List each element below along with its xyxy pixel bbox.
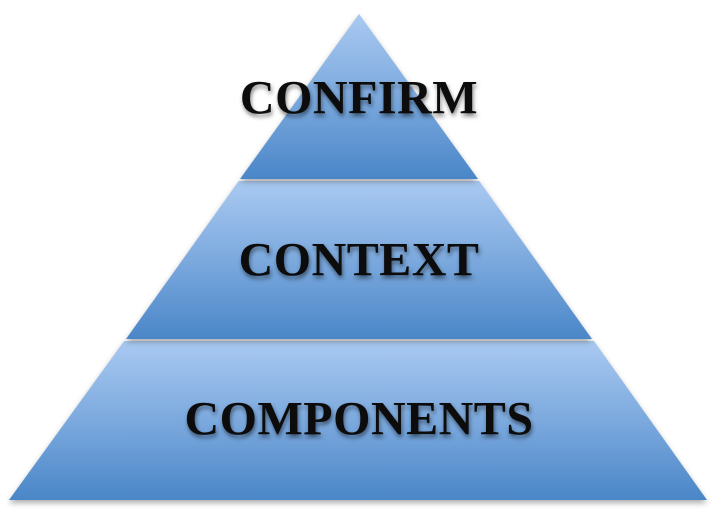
- pyramid-tier-components: [9, 341, 707, 500]
- tier-label-confirm: CONFIRM: [239, 71, 479, 125]
- pyramid-tier-components-shape: [9, 341, 707, 500]
- pyramid-tier-context: [126, 181, 592, 339]
- pyramid-tier-confirm: [240, 14, 478, 179]
- tier-label-components: COMPONENTS: [184, 392, 534, 446]
- tier-label-context: CONTEXT: [238, 233, 480, 287]
